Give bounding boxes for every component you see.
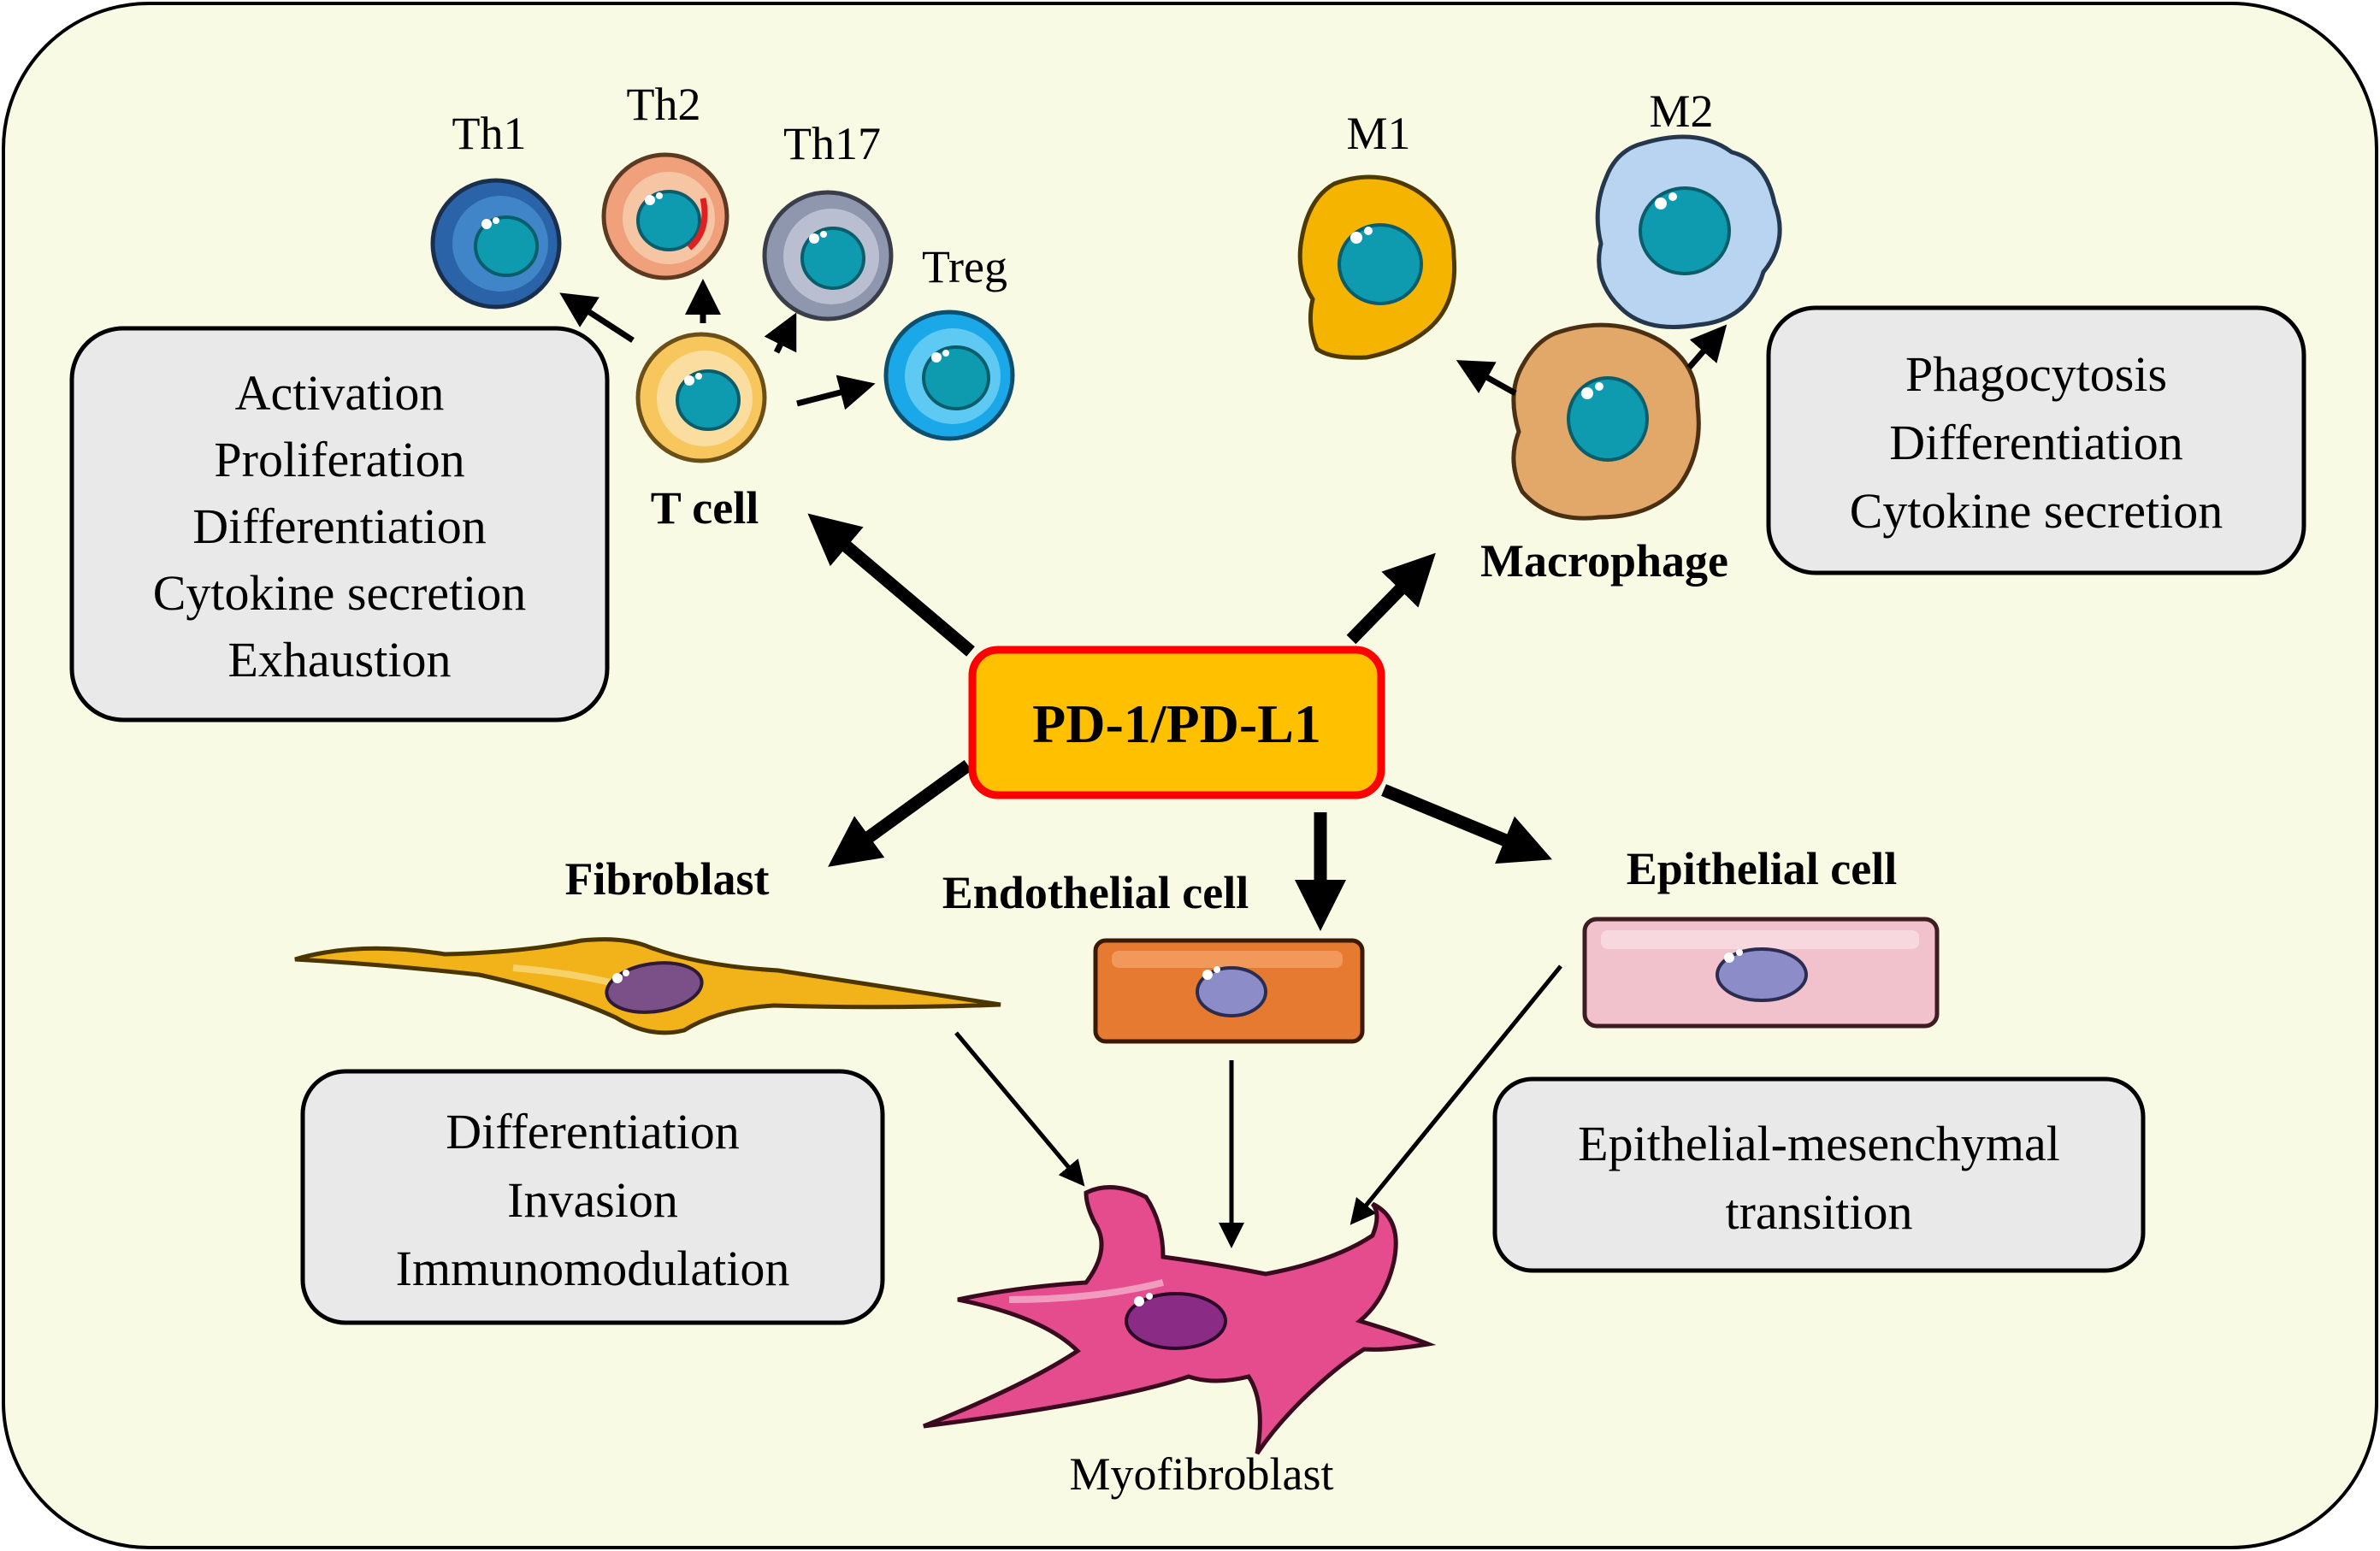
fibroblast-function-immunomodulation: Immunomodulation [396,1241,790,1296]
arrow-fibroblast-to-myofibroblast [954,1031,1085,1187]
m2-label: M2 [1649,86,1713,137]
tcell-function-box [69,326,610,722]
fibroblast-icon [294,937,1001,1035]
center-label: PD-1/PD-L1 [1032,693,1321,754]
myofibroblast-icon [923,1185,1437,1455]
epithelial-function-emt-line1: Epithelial-mesenchymal [1578,1116,2060,1171]
tcell-function-exhaustion: Exhaustion [228,632,452,687]
treg-cell-icon [883,310,1015,441]
fibroblast-label: Fibroblast [564,853,769,905]
arrow-macrophage-to-m1 [1456,360,1517,397]
arrow-center-to-tcell [807,513,975,657]
arrow-tcell-to-th1 [559,292,635,343]
macrophage-function-cytokine-secretion: Cytokine secretion [1850,483,2223,539]
arrow-tcell-to-treg [796,374,876,410]
fibroblast-function-box [300,1069,885,1325]
endothelial-cell-icon [1093,938,1365,1044]
arrow-epithelial-to-myofibroblast [1349,964,1562,1225]
fibroblast-function-differentiation: Differentiation [446,1104,740,1159]
myofibroblast-label: Myofibroblast [1070,1448,1334,1500]
m2-macrophage-icon [1595,134,1782,329]
m1-label: M1 [1346,108,1410,159]
tcell-function-differentiation: Differentiation [192,498,487,554]
tcell-label: T cell [651,482,759,534]
t-cell-icon [635,332,767,463]
arrow-macrophage-to-m2 [1686,324,1727,370]
epithelial-function-emt-line2: transition [1725,1184,1912,1240]
center-node [968,646,1385,799]
epithelial-function-box [1492,1076,2146,1273]
arrow-center-to-macrophage [1346,552,1436,645]
th2-cell-icon [601,152,729,280]
tcell-function-activation: Activation [235,365,445,421]
arrow-tcell-to-th17 [764,312,797,354]
th1-label: Th1 [452,108,527,159]
treg-label: Treg [922,241,1007,292]
arrow-center-to-fibroblast [828,759,972,867]
tcell-function-cytokine-secretion: Cytokine secretion [153,565,527,621]
arrow-center-to-epithelial [1381,784,1552,864]
endothelial-label: Endothelial cell [942,867,1249,918]
macrophage-function-box [1766,305,2306,575]
th17-cell-icon [762,190,894,321]
th1-cell-icon [430,178,562,310]
tcell-function-proliferation: Proliferation [214,432,464,487]
epithelial-cell-icon [1582,917,1940,1029]
macrophage-icon [1511,322,1701,521]
macrophage-label: Macrophage [1480,535,1728,587]
epithelial-label: Epithelial cell [1627,843,1898,894]
macrophage-function-phagocytosis: Phagocytosis [1905,346,2167,402]
th2-label: Th2 [627,79,701,130]
macrophage-function-differentiation: Differentiation [1889,415,2183,470]
m1-macrophage-icon [1297,174,1457,360]
th17-label: Th17 [783,118,881,169]
fibroblast-function-invasion: Invasion [507,1172,678,1228]
